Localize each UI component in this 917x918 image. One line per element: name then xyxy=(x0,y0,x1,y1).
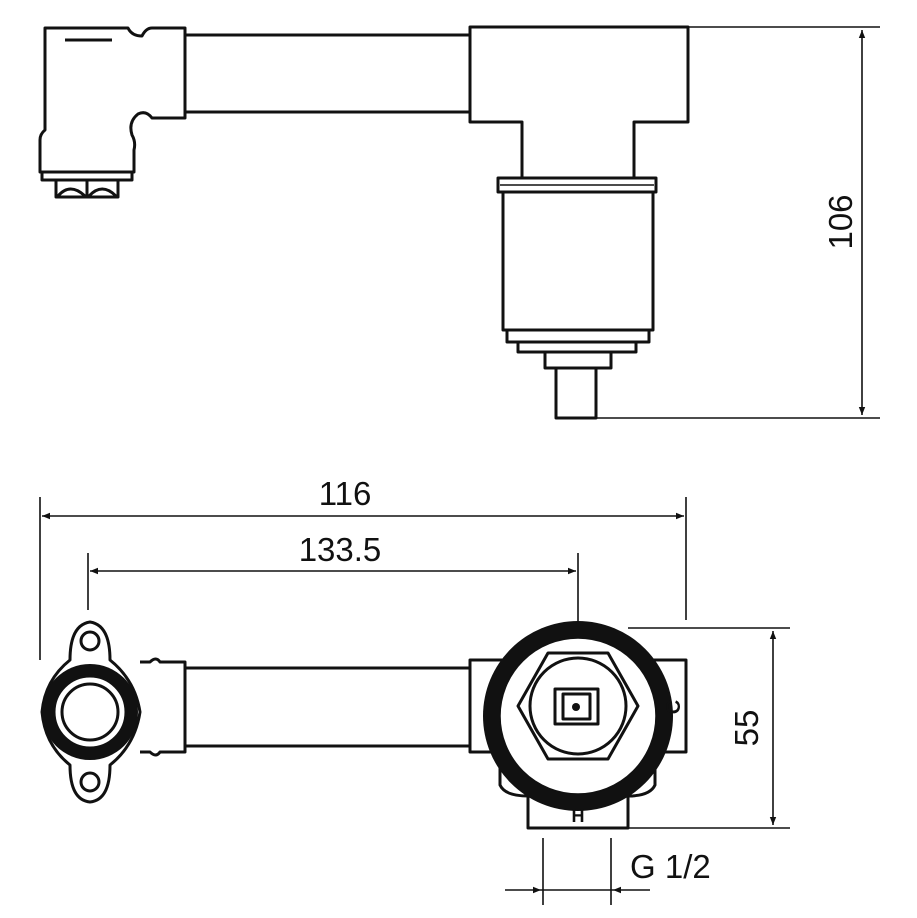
elbow-ring xyxy=(40,170,134,182)
dimension-116: 116 xyxy=(319,475,372,512)
valve-body xyxy=(468,25,690,180)
pipe xyxy=(185,666,470,748)
dimension-55: 55 xyxy=(728,710,765,747)
mount-lugs xyxy=(498,752,657,798)
thread-size: G 1/2 xyxy=(630,848,711,885)
left-elbow xyxy=(38,26,187,174)
cartridge xyxy=(501,190,655,332)
side-view: 106 xyxy=(38,25,880,420)
cold-marking: C xyxy=(663,700,685,714)
spindle-square xyxy=(553,687,600,726)
front-view: 116 133.5 H C 55 G 1/2 xyxy=(39,475,790,905)
spindle xyxy=(554,368,598,420)
cartridge-thread xyxy=(505,328,651,344)
flange-collar xyxy=(140,657,187,757)
hex-nut xyxy=(516,651,640,761)
left-flange xyxy=(40,620,142,804)
hot-marking: H xyxy=(572,806,585,826)
pipe xyxy=(185,33,470,114)
dimension-106: 106 xyxy=(822,194,859,249)
spindle-base xyxy=(543,350,613,370)
dimension-133-5: 133.5 xyxy=(299,531,382,568)
elbow-nut xyxy=(54,180,120,199)
